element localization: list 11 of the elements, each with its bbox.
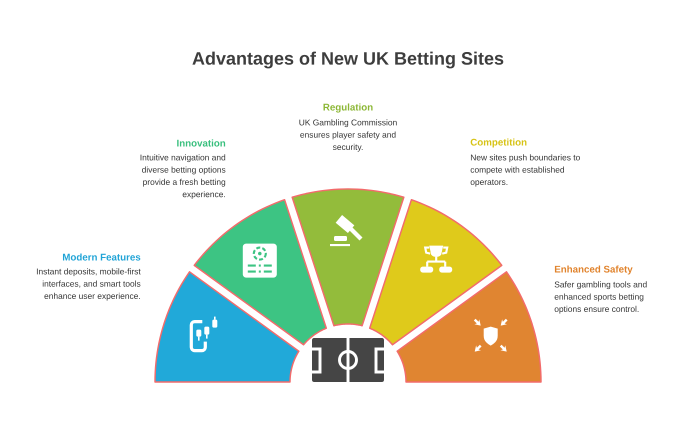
description: Intuitive navigation and diverse betting options provide a fresh betting experience. bbox=[140, 154, 226, 199]
heading: Enhanced Safety bbox=[554, 265, 633, 275]
description: Instant deposits, mobile-first interfaces, and smart tools enhance user experience. bbox=[36, 268, 141, 301]
heading: Competition bbox=[470, 138, 526, 148]
heading: Innovation bbox=[177, 139, 226, 147]
heading: Modern Features bbox=[62, 253, 140, 261]
heading: Regulation bbox=[324, 103, 373, 113]
description: Safer gambling tools and enhanced sports betting options ensure control. bbox=[554, 281, 647, 314]
description: New sites push boundaries to compete with established operators. bbox=[470, 154, 580, 187]
title: Advantages of New UK Betting Sites bbox=[192, 52, 504, 68]
description: UK Gambling Commission ensures player safety and security. bbox=[299, 119, 397, 152]
